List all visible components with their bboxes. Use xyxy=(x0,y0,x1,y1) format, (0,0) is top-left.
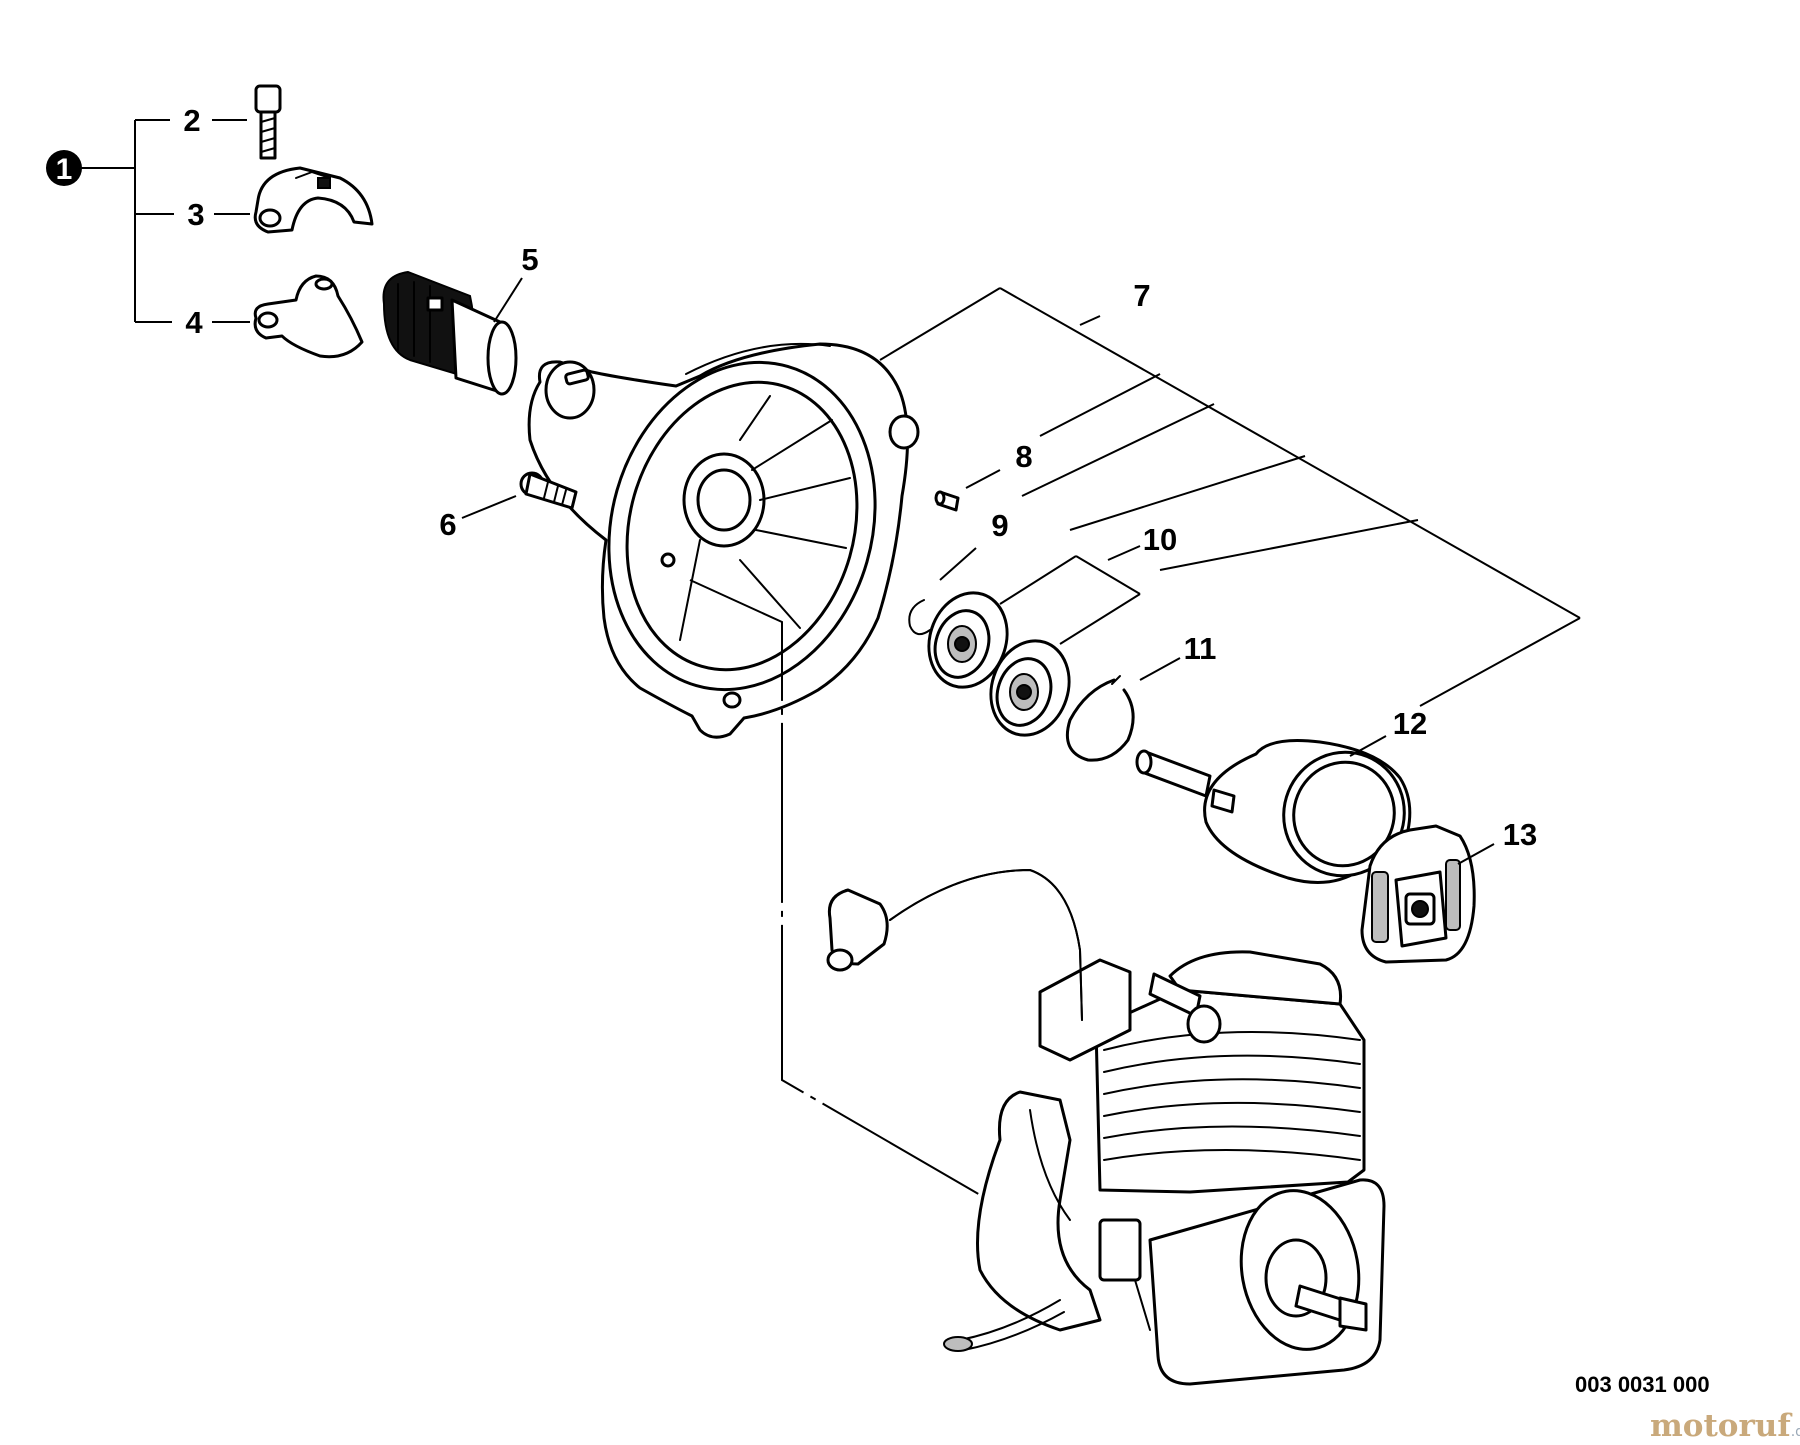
callout-2: 2 xyxy=(183,103,200,138)
leader-9 xyxy=(939,547,977,581)
part-12-clutch-drum xyxy=(1135,739,1412,884)
callout-10: 10 xyxy=(1143,522,1177,557)
assembly-7-lines xyxy=(879,287,1581,707)
callout-12: 12 xyxy=(1393,706,1427,741)
part-9-circlip xyxy=(908,599,931,636)
leader-10 xyxy=(999,545,1141,645)
part-10-bearing-a xyxy=(927,591,1009,689)
leader-11 xyxy=(1139,657,1181,681)
leader-13 xyxy=(1457,843,1495,865)
leader-6 xyxy=(461,495,517,519)
callout-1: 1 xyxy=(56,153,73,186)
callout-9: 9 xyxy=(991,508,1008,543)
alignment-line xyxy=(689,579,983,1197)
leader-8 xyxy=(965,469,1001,489)
callout-8: 8 xyxy=(1015,439,1032,474)
watermark-logo: motoruf.de xyxy=(1650,1408,1800,1444)
part-8-pin xyxy=(934,490,960,512)
part-3-clamp-upper xyxy=(253,166,374,234)
part-11-retaining-ring xyxy=(1065,675,1135,762)
part-13-clutch xyxy=(1360,824,1476,964)
callout-6: 6 xyxy=(439,507,456,542)
leader-5 xyxy=(493,277,523,323)
assembly-1-bracket xyxy=(80,119,250,323)
part-4-clamp-lower xyxy=(253,274,364,359)
drawing-code: 003 0031 000 xyxy=(1575,1372,1710,1397)
part-5-sleeve xyxy=(382,270,518,396)
engine xyxy=(826,868,1386,1386)
part-10-bearing-b xyxy=(989,639,1071,737)
callout-7: 7 xyxy=(1133,278,1150,313)
watermark-tld: .de xyxy=(1790,1424,1800,1440)
callout-5: 5 xyxy=(521,242,538,277)
part-2-screw xyxy=(254,84,282,160)
callout-1-badge xyxy=(46,150,82,186)
callout-11: 11 xyxy=(1184,631,1217,666)
leader-12 xyxy=(1349,735,1387,757)
callout-3: 3 xyxy=(187,197,204,232)
fan-housing xyxy=(527,342,920,739)
part-6-screw xyxy=(519,471,578,510)
watermark-name: motoruf xyxy=(1650,1408,1791,1444)
callout-13: 13 xyxy=(1503,817,1537,852)
callout-4: 4 xyxy=(185,305,203,340)
